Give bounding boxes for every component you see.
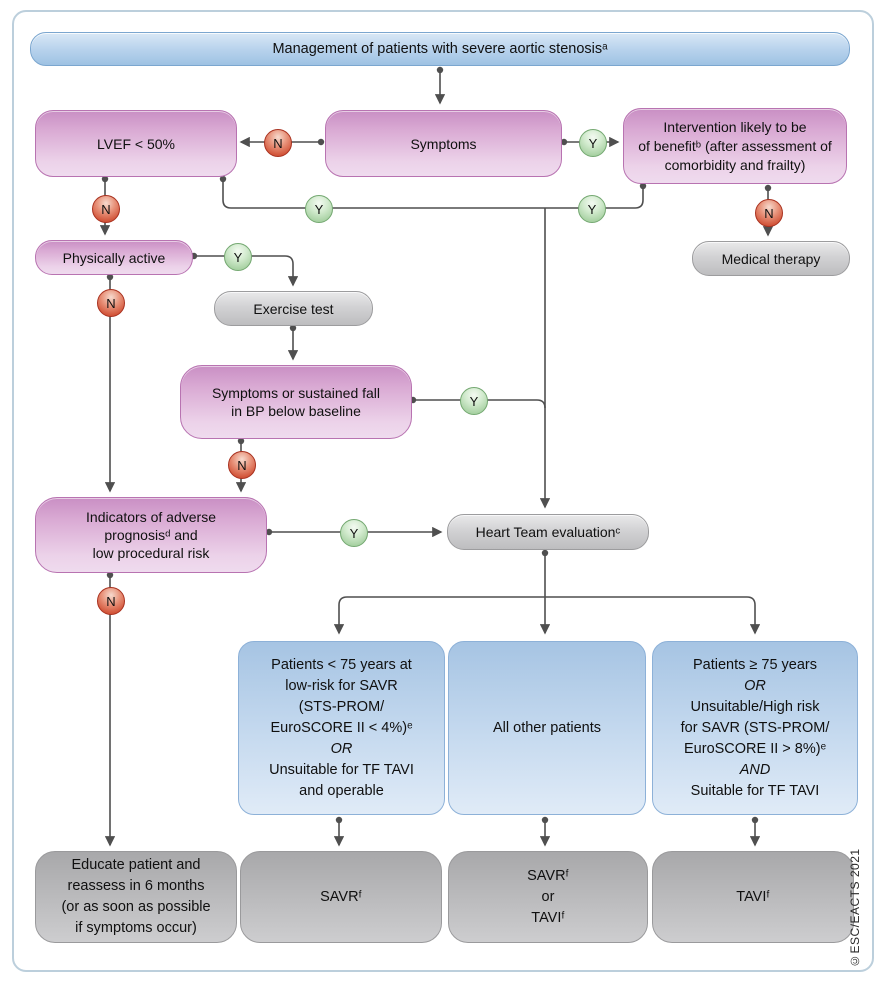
savrtavi-line1: SAVRᶠ [527,867,569,884]
badge-yes-symptoms-intervention: Y [579,129,607,157]
highrisk-line5: EuroSCORE II > 8%)ᵉ [684,740,826,757]
node-intervention: Intervention likely to be of benefitᵇ (a… [623,108,847,184]
lowrisk-line2: low-risk for SAVR [285,677,398,694]
copyright-text: ©ESC/EACTS 2021 [848,848,862,968]
node-high-risk-tavi: Patients ≥ 75 years OR Unsuitable/High r… [652,641,858,815]
badge-no-indicators-educate: N [97,587,125,615]
physically-text: Physically active [62,249,166,266]
lowrisk-line1: Patients < 75 years at [271,656,412,673]
highrisk-line4: for SAVR (STS-PROM/ [680,719,830,736]
highrisk-line1: Patients ≥ 75 years [692,656,818,673]
intervention-line3: comorbidity and frailty) [664,156,806,173]
node-physically-active: Physically active [35,240,193,275]
savr-text: SAVRᶠ [320,888,362,905]
node-lvef: LVEF < 50% [35,110,237,177]
indicators-line3: low procedural risk [92,545,210,561]
allother-text: All other patients [492,719,601,736]
highrisk-line2: OR [744,677,766,694]
node-title: Management of patients with severe aorti… [30,32,850,66]
badge-yes-physically-exercise: Y [224,243,252,271]
exercise-text: Exercise test [253,300,334,317]
node-heart-team: Heart Team evaluationᶜ [447,514,649,550]
symptoms-text: Symptoms [410,135,477,152]
node-symptoms: Symptoms [325,110,562,177]
node-all-other-patients: All other patients [448,641,646,815]
badge-yes-lvef-junction: Y [305,195,333,223]
savrtavi-line3: TAVIᶠ [531,909,565,926]
sympfall-line2: in BP below baseline [231,403,361,419]
highrisk-line7: Suitable for TF TAVI [690,782,820,799]
badge-no-lvef-physically: N [92,195,120,223]
intervention-line2: of benefitᵇ (after assessment of [638,137,832,154]
educate-line1: Educate patient and [71,857,201,873]
badge-no-physically-indicators: N [97,289,125,317]
badge-yes-indicators-heartteam: Y [340,519,368,547]
badge-yes-sympfall-junction: Y [460,387,488,415]
highrisk-line6: AND [739,761,771,778]
heartteam-text: Heart Team evaluationᶜ [475,524,621,540]
lowrisk-line5: OR [330,740,353,757]
educate-line3: (or as soon as possible [61,899,211,915]
lowrisk-line6: Unsuitable for TF TAVI [269,761,414,778]
intervention-line1: Intervention likely to be [663,118,807,135]
node-tavi: TAVIᶠ [652,851,854,943]
node-low-risk-savr: Patients < 75 years at low-risk for SAVR… [238,641,445,815]
educate-line4: if symptoms occur) [75,920,197,936]
node-symptom-bp-fall: Symptoms or sustained fall in BP below b… [180,365,412,439]
indicators-line1: Indicators of adverse [86,509,216,525]
indicators-line2: prognosisᵈ and [104,527,198,543]
medical-text: Medical therapy [721,250,821,267]
node-indicators: Indicators of adverse prognosisᵈ and low… [35,497,267,573]
node-exercise-test: Exercise test [214,291,373,326]
badge-yes-intervention-junction: Y [578,195,606,223]
highrisk-line3: Unsuitable/High risk [690,698,820,715]
node-medical-therapy: Medical therapy [692,241,850,276]
badge-no-sympfall-indicators: N [228,451,256,479]
lowrisk-line3: (STS-PROM/ [298,698,385,715]
educate-line2: reassess in 6 months [67,878,205,894]
savrtavi-line2: or [541,888,555,905]
node-educate: Educate patient and reassess in 6 months… [35,851,237,943]
tavi-text: TAVIᶠ [736,888,770,905]
node-savr: SAVRᶠ [240,851,442,943]
figure-frame [12,10,874,972]
badge-no-intervention-medical: N [755,199,783,227]
title-text: Management of patients with severe aorti… [272,41,608,57]
node-savr-or-tavi: SAVRᶠ or TAVIᶠ [448,851,648,943]
sympfall-line1: Symptoms or sustained fall [211,385,381,401]
lowrisk-line4: EuroSCORE II < 4%)ᵉ [270,719,413,736]
lowrisk-line7: and operable [299,782,384,799]
lvef-text: LVEF < 50% [97,135,175,152]
badge-no-symptoms-lvef: N [264,129,292,157]
